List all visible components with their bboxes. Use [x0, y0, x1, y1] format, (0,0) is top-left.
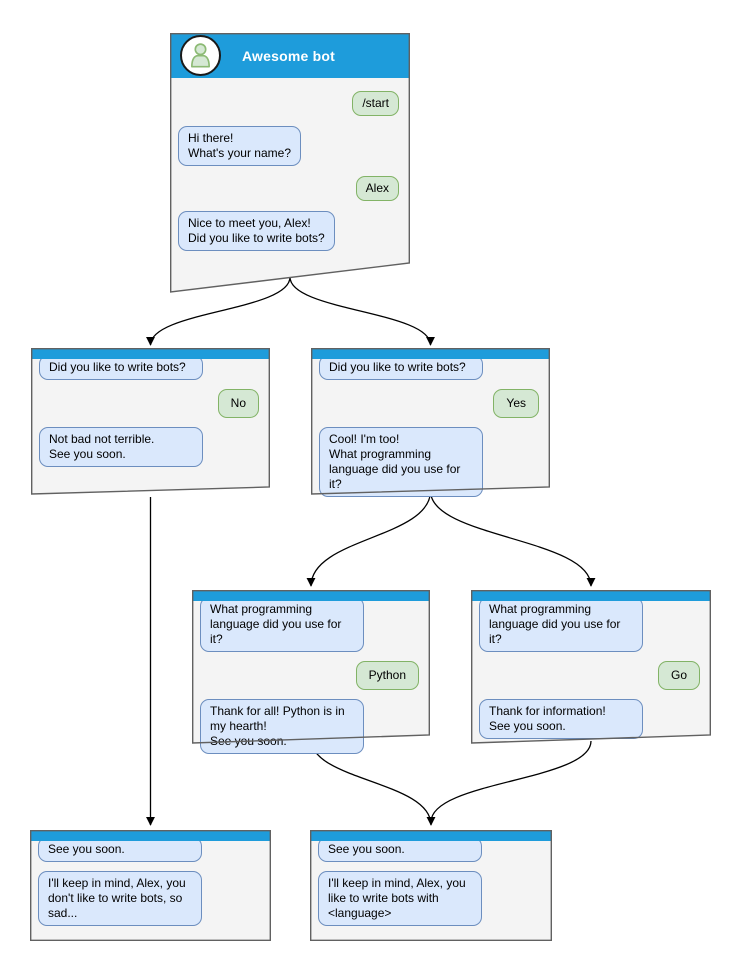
- bot-message-bubble: Thank for all! Python is in my hearth! S…: [200, 699, 364, 754]
- chat-window-titlebar: [30, 830, 271, 841]
- user-message-bubble: Yes: [493, 389, 539, 418]
- chat-window-titlebar: [311, 348, 550, 359]
- message-list: What programming language did you use fo…: [192, 597, 430, 754]
- chat-window-branch-go[interactable]: What programming language did you use fo…: [471, 590, 711, 744]
- chat-window-branch-no[interactable]: Did you like to write bots? No Not bad n…: [31, 348, 270, 495]
- bot-message-bubble: Hi there! What's your name?: [178, 126, 302, 166]
- message-list: /start Hi there! What's your name? Alex …: [170, 78, 410, 293]
- chat-window-titlebar: [310, 830, 552, 841]
- message-list: See you soon. I'll keep in mind, Alex, y…: [310, 837, 552, 941]
- user-message-bubble: /start: [352, 91, 399, 116]
- message-list: Did you like to write bots? No Not bad n…: [31, 355, 270, 495]
- chat-window-titlebar: [471, 590, 711, 601]
- bot-message-bubble: What programming language did you use fo…: [479, 597, 643, 652]
- bot-message-bubble: I'll keep in mind, Alex, you don't like …: [38, 871, 202, 926]
- bot-message-bubble: Not bad not terrible. See you soon.: [39, 427, 203, 467]
- user-message-bubble: Go: [657, 661, 700, 690]
- user-avatar-icon: [180, 35, 221, 76]
- user-message-bubble: Python: [355, 661, 419, 690]
- chat-window-branch-yes[interactable]: Did you like to write bots? Yes Cool! I'…: [311, 348, 550, 497]
- chat-window-end-yes[interactable]: See you soon. I'll keep in mind, Alex, y…: [310, 830, 552, 941]
- chat-window-titlebar: [192, 590, 430, 601]
- connector-go-to-end-yes: [430, 740, 592, 823]
- connector-yes-to-go: [429, 490, 596, 587]
- message-list: What programming language did you use fo…: [471, 597, 711, 744]
- bot-message-bubble: What programming language did you use fo…: [200, 597, 364, 652]
- chat-window-end-no[interactable]: See you soon. I'll keep in mind, Alex, y…: [30, 830, 271, 941]
- chat-window-main[interactable]: Awesome bot /start Hi there! What's your…: [170, 33, 410, 293]
- bot-name-title: Awesome bot: [242, 47, 335, 64]
- bot-message-bubble: I'll keep in mind, Alex, you like to wri…: [318, 871, 482, 926]
- bot-message-bubble: Nice to meet you, Alex! Did you like to …: [178, 211, 335, 251]
- chat-window-titlebar: [31, 348, 270, 359]
- bot-message-bubble: Cool! I'm too! What programming language…: [319, 427, 483, 497]
- user-message-bubble: Alex: [355, 176, 399, 201]
- chat-window-branch-python[interactable]: What programming language did you use fo…: [192, 590, 430, 754]
- message-list: See you soon. I'll keep in mind, Alex, y…: [30, 837, 271, 941]
- bot-message-bubble: Thank for information! See you soon.: [479, 699, 643, 739]
- chat-window-titlebar: Awesome bot: [170, 33, 410, 78]
- user-message-bubble: No: [217, 389, 259, 418]
- message-list: Did you like to write bots? Yes Cool! I'…: [311, 355, 550, 497]
- connector-yes-to-python: [306, 490, 432, 587]
